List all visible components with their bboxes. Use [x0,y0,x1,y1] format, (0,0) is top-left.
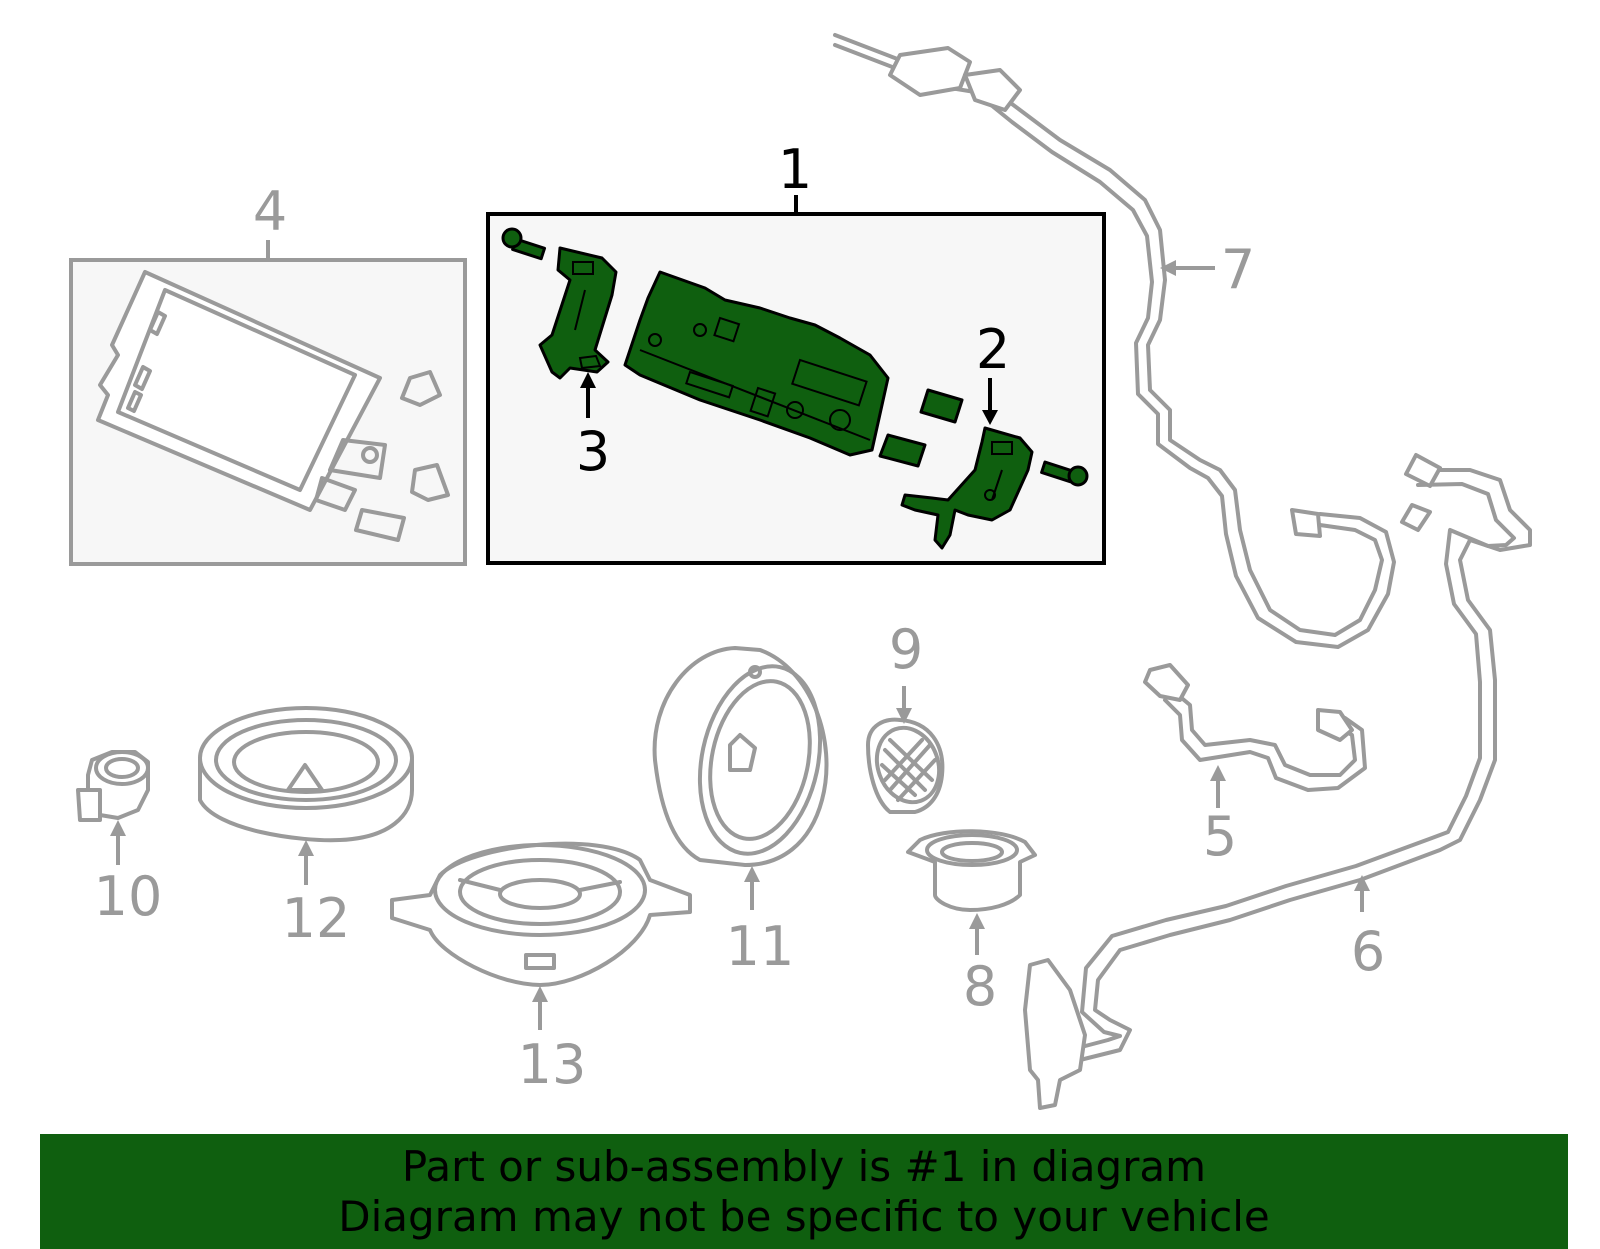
part-7-antenna-cable[interactable] [833,33,1396,649]
callout-4: 4 [253,180,287,243]
callout-9: 9 [889,618,923,681]
part-10-tweeter-cover[interactable] [76,750,150,865]
part-1-radio-assembly[interactable] [486,195,1106,565]
callout-12: 12 [282,887,351,950]
screw-right [1040,460,1089,487]
callout-3: 3 [576,420,610,483]
callout-5: 5 [1203,805,1237,868]
callout-2: 2 [976,318,1010,381]
callout-7: 7 [1221,238,1255,301]
callout-8: 8 [963,955,997,1018]
banner-line-disclaimer: Diagram may not be specific to your vehi… [338,1191,1270,1241]
part-6-speaker-harness[interactable] [1023,453,1532,1110]
part-2-right-bracket[interactable] [900,426,1034,550]
part-11-door-speaker[interactable] [652,646,837,910]
info-banner: Part or sub-assembly is #1 in diagram Di… [40,1134,1568,1249]
callout-13: 13 [518,1033,587,1096]
part-3-left-bracket[interactable] [538,246,618,380]
connector-clip-upper [919,388,964,424]
part-13-woofer[interactable] [390,841,692,1030]
callout-1: 1 [778,138,812,201]
part-5-harness[interactable] [1143,663,1367,808]
callout-6: 6 [1351,920,1385,983]
radio-head-unit-body [623,270,890,457]
part-4-display-unit[interactable] [69,240,467,566]
connector-clip-lower [878,433,927,468]
callout-11: 11 [726,915,795,978]
part-12-oval-speaker[interactable] [198,706,414,885]
callout-10: 10 [94,865,163,928]
part-9-tweeter-grille[interactable] [866,686,949,814]
banner-line-primary: Part or sub-assembly is #1 in diagram [401,1141,1207,1191]
screw-left [501,227,547,261]
part-8-tweeter[interactable] [906,829,1037,955]
